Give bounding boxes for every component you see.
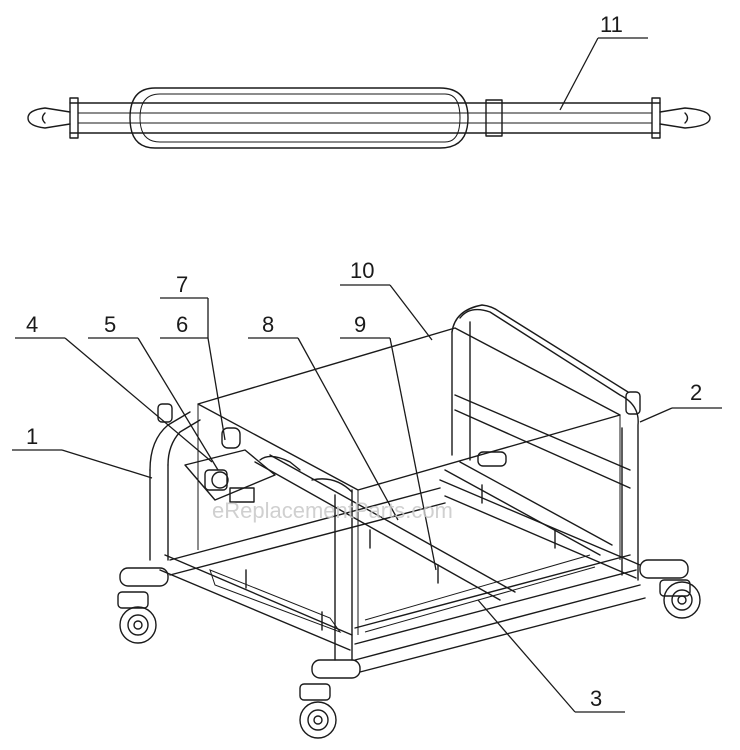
callout-2: 2 xyxy=(690,380,702,405)
caster-front-left xyxy=(299,683,337,739)
callout-10: 10 xyxy=(350,258,374,283)
caster-back-left xyxy=(117,591,157,644)
callout-3: 3 xyxy=(590,686,602,711)
caster-wheels xyxy=(117,579,701,739)
callout-8: 8 xyxy=(262,312,274,337)
callout-11: 11 xyxy=(600,12,623,37)
callout-4: 4 xyxy=(26,312,38,337)
caster-right xyxy=(659,579,701,619)
shoulder-strap xyxy=(27,87,711,149)
callout-1: 1 xyxy=(26,424,38,449)
callout-labels: 11 10 7 6 5 4 8 9 1 2 3 xyxy=(26,12,702,711)
callout-5: 5 xyxy=(104,312,116,337)
callout-6: 6 xyxy=(176,312,188,337)
callout-9: 9 xyxy=(354,312,366,337)
cart-frame xyxy=(119,304,689,679)
callout-7: 7 xyxy=(176,272,188,297)
watermark: eReplacementParts.com xyxy=(212,498,453,523)
callout-leaders xyxy=(12,37,722,713)
